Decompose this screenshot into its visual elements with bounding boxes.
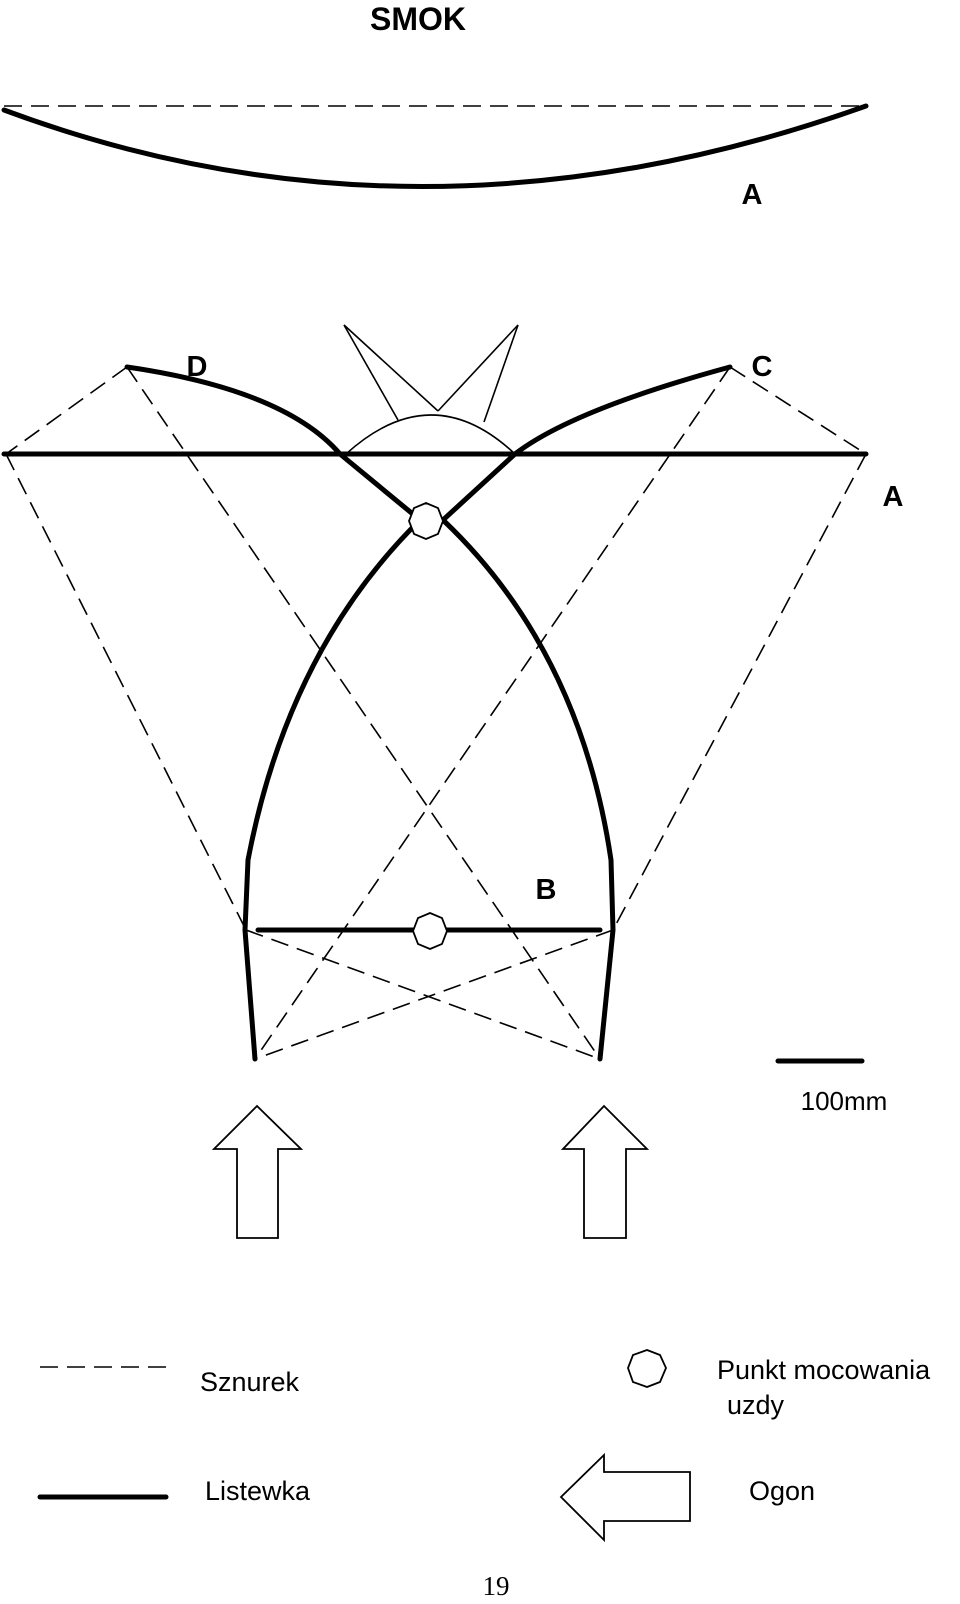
legend-bridle-point-label-line1: Punkt mocowania	[717, 1355, 931, 1385]
legend-tail-arrow-icon	[559, 1452, 691, 1543]
label-d: D	[187, 351, 208, 383]
head-horn-left-inner	[343, 324, 399, 421]
string-d-to-bottom-right	[126, 366, 601, 1060]
page-number: 19	[483, 1571, 510, 1601]
head-horn-left-outer	[343, 324, 439, 412]
bridle-point-b	[412, 912, 448, 950]
string-b-left-to-bottom-right	[245, 929, 601, 1060]
side-view: A	[1, 103, 869, 211]
string-b-right-to-bottom-left	[254, 929, 614, 1060]
head-horn-right-outer	[437, 324, 519, 412]
string-d-to-spar-left	[5, 366, 128, 455]
tail-arrows	[211, 1104, 650, 1239]
head-horn-right-inner	[483, 324, 519, 423]
legend-stick-label: Listewka	[205, 1476, 311, 1506]
legend: Sznurek Listewka Punkt mocowania uzdy Og…	[37, 1349, 931, 1543]
label-a: A	[883, 481, 904, 513]
tail-arrow-left-icon	[211, 1104, 304, 1239]
strings	[5, 366, 867, 1060]
diagram-title: SMOK	[370, 1, 466, 37]
tail-arrow-right-icon	[560, 1104, 650, 1239]
legend-bridle-point-label-line2: uzdy	[727, 1390, 785, 1420]
label-c: C	[752, 351, 773, 383]
stick-left	[124, 364, 423, 1062]
sticks	[1, 364, 869, 1062]
string-c-to-bottom-left	[254, 366, 731, 1060]
head-piece	[343, 324, 519, 455]
stick-right	[440, 364, 733, 1062]
scale-bar: 100mm	[775, 1058, 888, 1116]
head-arc	[345, 414, 516, 455]
string-c-to-spar-right	[729, 366, 867, 455]
scale-bar-label: 100mm	[801, 1086, 888, 1116]
bridle-point-top	[408, 502, 444, 540]
bridle-points	[408, 502, 448, 950]
legend-bridle-point-icon	[627, 1349, 667, 1388]
label-b: B	[536, 874, 557, 906]
legend-string-label: Sznurek	[200, 1367, 300, 1397]
string-spar-right-to-b-right	[612, 453, 867, 931]
side-view-label-a: A	[742, 179, 763, 211]
legend-tail-label: Ogon	[749, 1476, 815, 1506]
string-spar-left-to-b-left	[5, 453, 247, 931]
side-view-bow	[1, 103, 869, 189]
